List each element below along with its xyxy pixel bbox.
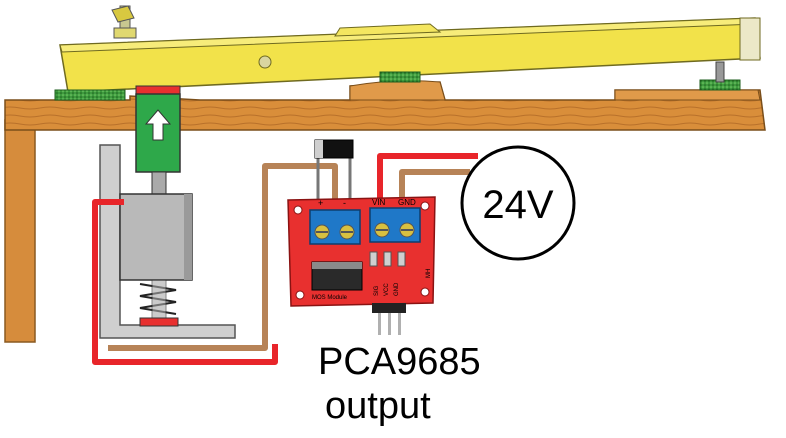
top-screw-head: [111, 5, 135, 23]
terminal-label-plus: +: [318, 198, 323, 208]
controller-label-line2: output: [325, 385, 431, 427]
header-label-gnd: GND: [394, 282, 400, 296]
beam-ridge: [334, 23, 442, 37]
brown-wire: [108, 163, 338, 351]
solenoid-body: [119, 193, 193, 281]
wooden-post: [4, 119, 36, 343]
red-wire-vin: [377, 153, 478, 212]
solenoid-bracket: [99, 144, 236, 339]
power-supply-circle: [460, 145, 576, 261]
board-hole-tr: [420, 201, 430, 211]
pin-header: [372, 303, 406, 335]
board-hole-bl: [295, 290, 305, 300]
felt-left: [54, 89, 126, 101]
voltage-label: 24V: [482, 183, 553, 227]
terminal-label-minus: -: [343, 198, 346, 208]
plunger-rod-lower: [151, 279, 167, 321]
beam-end-cap: [739, 17, 761, 61]
smd-led: [397, 251, 406, 267]
board-hole-br: [420, 287, 430, 297]
plunger-rod: [151, 171, 167, 195]
header-label-vcc: VCC: [384, 283, 390, 296]
smd-resistor-1: [369, 251, 378, 267]
output-terminal-block: [309, 209, 361, 245]
solenoid-body-highlight: [184, 194, 192, 280]
board-hole-tl: [293, 205, 303, 215]
solenoid-bottom-pad: [139, 317, 179, 327]
module-side-label: MH: [426, 269, 432, 278]
smd-resistor-2: [383, 251, 392, 267]
mosfet-tab: [312, 262, 362, 269]
beam-hole: [258, 55, 272, 69]
top-nut: [113, 27, 137, 39]
header-label-sig: SIG: [374, 285, 380, 296]
module-name-label: MOS Module: [312, 295, 348, 301]
felt-middle: [379, 71, 421, 83]
right-screw: [715, 61, 725, 83]
plank-block-middle: [349, 80, 446, 101]
arrow-up-icon: [144, 109, 172, 141]
solenoid-plunger-red-cap: [135, 85, 181, 95]
controller-label-line1: PCA9685: [318, 341, 481, 383]
supply-terminal-block: [369, 207, 421, 243]
terminal-label-vin: VIN: [372, 198, 386, 207]
terminal-label-gnd: GND: [398, 198, 416, 207]
plank-block-right: [614, 89, 761, 101]
red-wire: [92, 199, 278, 365]
